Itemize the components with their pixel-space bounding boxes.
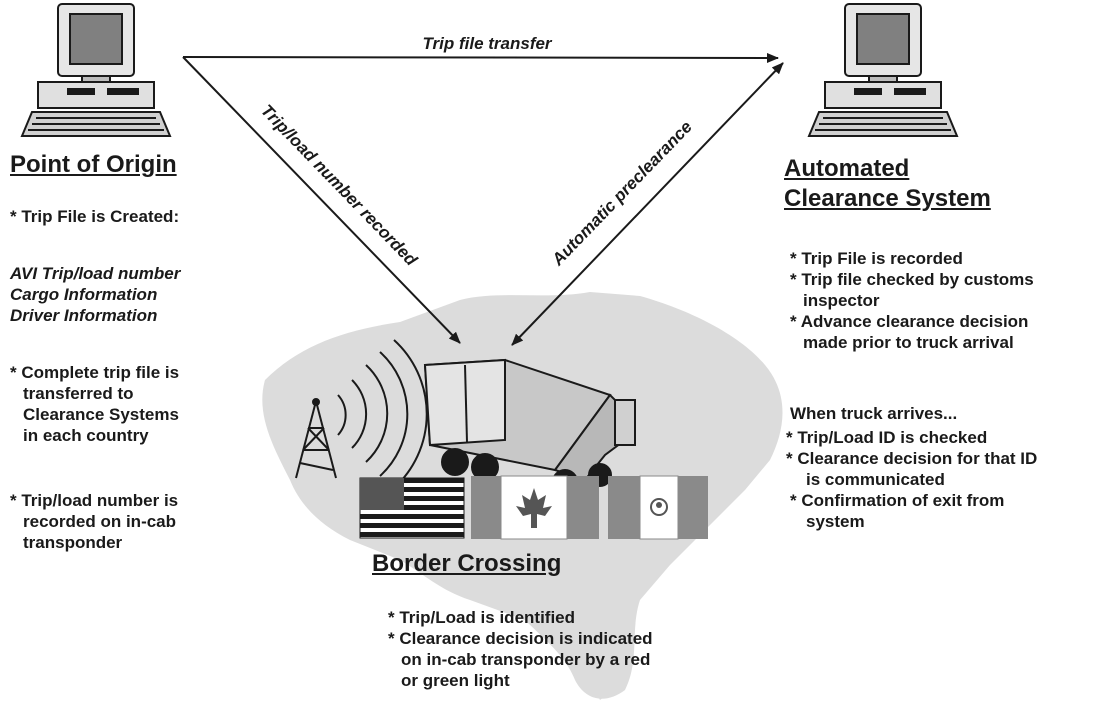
origin-detail-line: AVI Trip/load number [10,264,181,283]
origin-detail-line: Driver Information [10,306,158,325]
origin-recorded-line: recorded on in-cab [23,512,177,531]
border-item-line: or green light [401,671,510,690]
origin-heading: Point of Origin [10,151,177,178]
arrow-label-trip-load-recorded: Trip/load number recorded [257,101,421,270]
clearance-arrival-heading: When truck arrives... [790,404,958,423]
canada-flag-icon [471,475,599,540]
origin-details: AVI Trip/load number Cargo Information D… [10,263,180,326]
mexico-flag-icon [608,475,708,540]
origin-detail-line: Cargo Information [10,285,158,304]
origin-transferred-line: transferred to [23,384,134,403]
clearance-arrival-items: * Trip/Load ID is checked * Clearance de… [786,427,1037,532]
clearance-arrival-line: * Trip/Load ID is checked [786,428,988,447]
arrow-trip-load-recorded [182,56,461,344]
clearance-item-line: * Trip file checked by customs [790,270,1034,289]
radio-tower-icon [295,398,337,479]
origin-transferred-text: * Complete trip file is transferred to C… [10,362,179,446]
computer-icon [20,3,172,137]
clearance-items: * Trip File is recorded * Trip file chec… [790,248,1034,353]
clearance-item-line: inspector [803,291,880,310]
origin-recorded-line: transponder [23,533,123,552]
clearance-arrival-line: is communicated [806,470,945,489]
clearance-heading: Automated Clearance System [784,154,991,214]
origin-created-text: * Trip File is Created: [10,207,180,226]
border-item-line: * Clearance decision is indicated [388,629,653,648]
signal-waves-icon [337,339,428,489]
border-item-line: * Trip/Load is identified [388,608,576,627]
computer-icon [807,3,959,137]
clearance-arrival-line: * Confirmation of exit from [790,491,1005,510]
arrow-trip-file-transfer [182,52,779,63]
arrow-automatic-preclearance [511,62,784,346]
clearance-arrival-line: system [806,512,865,531]
clearance-item-line: made prior to truck arrival [803,333,1014,352]
origin-transferred-line: * Complete trip file is [10,363,180,382]
origin-transferred-line: Clearance Systems [23,405,179,424]
clearance-heading-line: Clearance System [784,185,991,212]
clearance-arrival-line: * Clearance decision for that ID [786,449,1038,468]
border-heading: Border Crossing [372,550,562,577]
border-item-line: on in-cab transponder by a red [401,650,651,669]
usa-flag-icon [359,477,465,539]
arrow-label-automatic-preclearance: Automatic preclearance [548,117,696,270]
clearance-item-line: * Trip File is recorded [790,249,963,268]
arrow-label-trip-file-transfer: Trip file transfer [422,34,552,53]
origin-transferred-line: in each country [23,426,149,445]
origin-recorded-line: * Trip/load number is [10,491,179,510]
origin-recorded-text: * Trip/load number is recorded on in-cab… [10,490,178,553]
clearance-heading-line: Automated [784,155,910,182]
border-items: * Trip/Load is identified * Clearance de… [388,607,653,691]
clearance-item-line: * Advance clearance decision [790,312,1029,331]
